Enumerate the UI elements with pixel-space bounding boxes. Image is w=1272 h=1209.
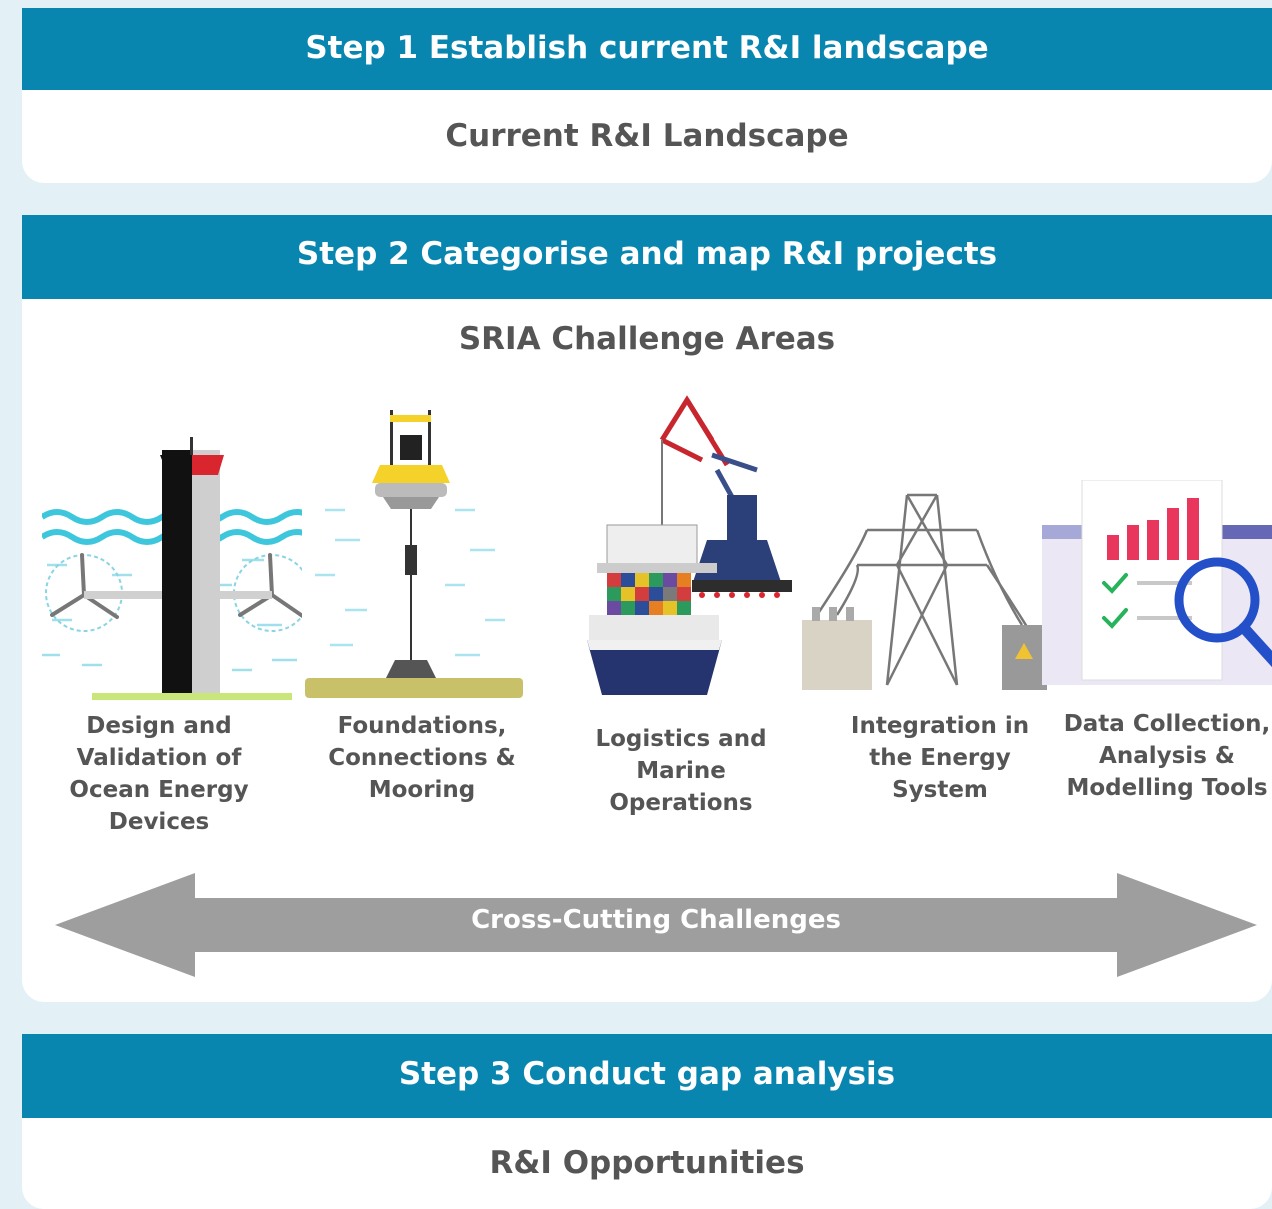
power-pylon-icon — [802, 493, 1047, 690]
step2-subtitle: SRIA Challenge Areas — [458, 321, 836, 357]
cargo-ship-crane-icon — [587, 395, 792, 695]
step1-panel: Step 1 Establish current R&I landscape C… — [22, 8, 1272, 183]
step2-panel: Step 2 Categorise and map R&I projects S… — [22, 215, 1272, 1002]
area-label-logistics: Logistics and Marine Operations — [595, 726, 767, 816]
cross-cutting-label: Cross-Cutting Challenges — [471, 905, 841, 935]
mooring-buoy-icon — [305, 410, 523, 698]
step3-panel: Step 3 Conduct gap analysis R&I Opportun… — [22, 1034, 1272, 1209]
step3-subtitle: R&I Opportunities — [489, 1145, 805, 1181]
double-arrow-icon — [55, 873, 1257, 977]
tidal-turbine-icon — [42, 437, 302, 700]
data-analysis-icon — [1042, 480, 1272, 685]
area-label-integration: Integration in the Energy System — [850, 713, 1030, 803]
step2-header: Step 2 Categorise and map R&I projects — [22, 215, 1272, 299]
area-label-data: Data Collection, Analysis & Modelling To… — [1063, 711, 1271, 801]
step1-subtitle: Current R&I Landscape — [445, 118, 849, 154]
step3-header: Step 3 Conduct gap analysis — [22, 1034, 1272, 1118]
step1-header: Step 1 Establish current R&I landscape — [22, 8, 1272, 90]
cross-cutting-arrow: Cross-Cutting Challenges — [55, 873, 1257, 977]
area-label-foundations: Foundations, Connections & Mooring — [328, 713, 516, 803]
area-label-design: Design and Validation of Ocean Energy De… — [69, 713, 249, 835]
